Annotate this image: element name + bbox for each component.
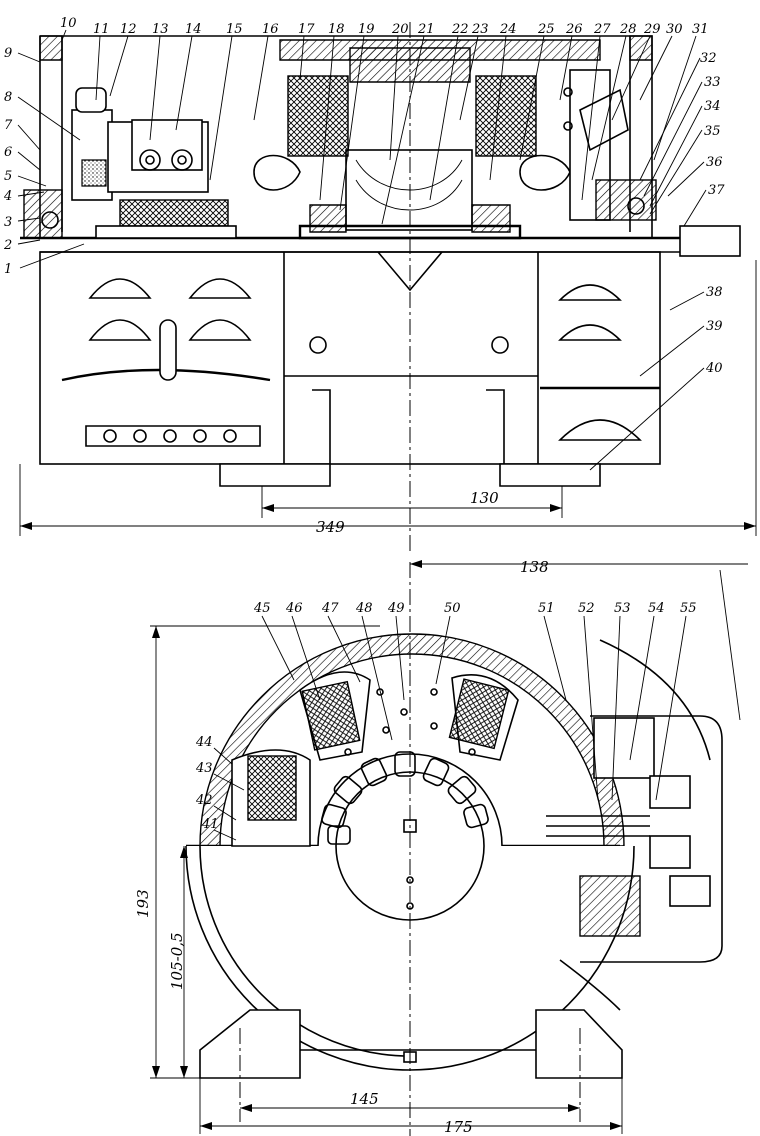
callout-30: 30: [666, 22, 683, 37]
mounting-foot-right: [499, 463, 601, 487]
callout-42: 42: [195, 793, 213, 808]
callout-20: 20: [391, 22, 409, 37]
dim-105-label: 105-0,5: [168, 932, 186, 990]
callout-55: 55: [680, 601, 697, 616]
callout-22: 22: [451, 22, 469, 37]
dimension-138: 138: [410, 558, 748, 721]
callout-13: 13: [152, 22, 169, 37]
callout-38: 38: [706, 285, 723, 300]
dimension-349: 349: [19, 260, 757, 536]
callout-51: 51: [538, 601, 555, 616]
callout-21: 21: [417, 22, 435, 37]
callout-33: 33: [704, 75, 721, 90]
callout-49: 49: [387, 601, 405, 616]
callout-32: 32: [700, 51, 717, 66]
callout-35: 35: [704, 124, 721, 139]
callout-52: 52: [578, 601, 595, 616]
callouts-front: 41 42 43 44 45 46 47 48 49 50 51 52 53 5…: [195, 601, 697, 832]
callout-50: 50: [444, 601, 461, 616]
field-coil-left: [287, 75, 349, 157]
callout-15: 15: [226, 22, 243, 37]
top-view: 130 349 1 2 3 4 5 6 7 8 9 10 11 12 13 14: [3, 16, 757, 552]
dim-145-label: 145: [350, 1090, 379, 1108]
callout-9: 9: [4, 46, 12, 61]
callout-19: 19: [358, 22, 375, 37]
callout-44: 44: [195, 735, 213, 750]
dim-193-label: 193: [134, 889, 152, 918]
foot-left: [199, 1009, 301, 1079]
callout-14: 14: [185, 22, 202, 37]
callout-41: 41: [201, 817, 219, 832]
callout-46: 46: [285, 601, 303, 616]
callout-47: 47: [321, 601, 339, 616]
callout-16: 16: [262, 22, 279, 37]
terminal-cover: [580, 715, 723, 963]
callout-29: 29: [643, 22, 661, 37]
callout-4: 4: [3, 189, 12, 204]
callout-28: 28: [619, 22, 637, 37]
callout-37: 37: [708, 183, 725, 198]
callout-1: 1: [4, 262, 12, 277]
callout-6: 6: [4, 145, 12, 160]
dim-130-label: 130: [470, 489, 499, 507]
dim-175-label: 175: [444, 1118, 473, 1136]
callout-2: 2: [3, 238, 12, 253]
callout-8: 8: [4, 90, 12, 105]
callout-25: 25: [537, 22, 555, 37]
front-view: 138 193 105-0,5 145 175 41: [134, 558, 748, 1136]
foot-right: [535, 1009, 623, 1079]
callout-48: 48: [355, 601, 373, 616]
callout-24: 24: [499, 22, 517, 37]
dimension-175: 175: [199, 1078, 623, 1136]
callout-18: 18: [328, 22, 345, 37]
field-coil-right: [475, 75, 537, 157]
callout-12: 12: [120, 22, 137, 37]
callout-27: 27: [593, 22, 611, 37]
callouts-top: 1 2 3 4 5 6 7 8 9 10 11 12 13 14 15 16 1…: [3, 16, 725, 376]
callout-36: 36: [706, 155, 723, 170]
callout-39: 39: [706, 319, 723, 334]
dimension-145: 145: [240, 1090, 580, 1112]
callout-11: 11: [93, 22, 110, 37]
callout-5: 5: [4, 169, 12, 184]
callout-7: 7: [4, 118, 13, 133]
callout-45: 45: [253, 601, 271, 616]
motor-body: [39, 251, 661, 465]
callout-3: 3: [4, 215, 12, 230]
callout-26: 26: [565, 22, 583, 37]
callout-10: 10: [60, 16, 77, 31]
callout-31: 31: [692, 22, 709, 37]
callout-17: 17: [298, 22, 315, 37]
callout-40: 40: [705, 361, 723, 376]
callout-43: 43: [195, 761, 213, 776]
callout-34: 34: [704, 99, 721, 114]
dim-349-label: 349: [316, 518, 345, 536]
mounting-foot-left: [219, 463, 331, 487]
callout-54: 54: [648, 601, 665, 616]
dimension-105: 105-0,5: [168, 846, 188, 1078]
dim-138-label: 138: [520, 558, 549, 576]
callout-53: 53: [614, 601, 631, 616]
dimension-193: 193: [134, 625, 380, 1079]
dimension-130: 130: [261, 486, 563, 518]
callout-23: 23: [471, 22, 489, 37]
